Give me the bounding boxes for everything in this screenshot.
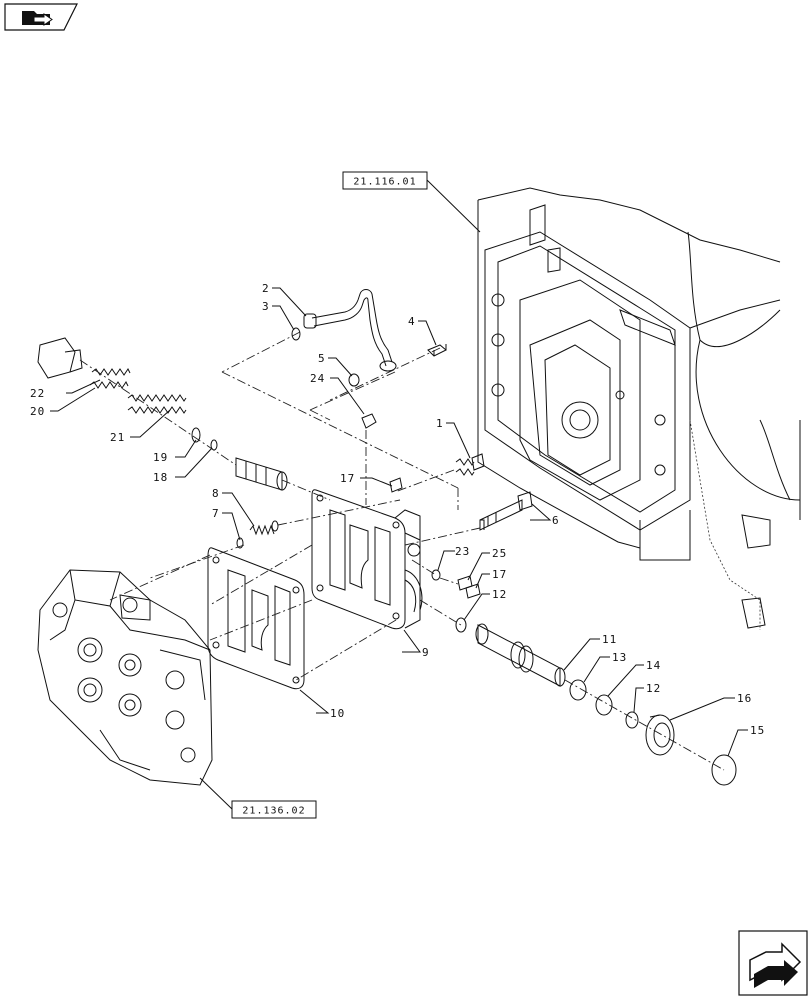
callout-21: 20: [30, 405, 45, 418]
callout-1: 1: [436, 417, 444, 430]
next-page-arrow-icon: [738, 930, 808, 996]
callout-19: 19: [153, 451, 168, 464]
callout-25: 25: [492, 547, 507, 560]
spring-part-20: [127, 394, 187, 414]
callout-22: 22: [30, 387, 45, 400]
callout-11: 11: [602, 633, 617, 646]
screw-part-4: [427, 344, 447, 357]
callout-18: 18: [153, 471, 168, 484]
ring-part-12-a: [455, 617, 467, 633]
ref-box-top[interactable]: 21.116.01: [342, 171, 428, 190]
spring-part-21: [89, 368, 131, 389]
ring-part-14: [595, 694, 613, 716]
callout-17-right: 17: [492, 568, 507, 581]
callout-8: 8: [212, 487, 220, 500]
bolt-part-6: [479, 491, 533, 531]
callout-23: 23: [455, 545, 470, 558]
callout-2: 2: [262, 282, 270, 295]
callout-16: 16: [737, 692, 752, 705]
callout-17-top: 17: [340, 472, 355, 485]
ring-part-13: [569, 679, 587, 701]
callout-7: 7: [212, 507, 220, 520]
callout-15: 15: [750, 724, 765, 737]
callout-labels: 2 3 4 5 24 1 6 17 8 7 9 10 23 25 17 12 1…: [30, 282, 765, 737]
pipe-part-2: [303, 289, 397, 372]
ref-label-bottom: 21.136.02: [242, 806, 305, 817]
callout-20: 21: [110, 431, 125, 444]
ring-part-23: [431, 569, 441, 581]
callout-12-b: 12: [646, 682, 661, 695]
ring-part-5: [348, 373, 360, 387]
spool-part-11: [475, 623, 566, 687]
ring-part-12-b: [625, 711, 639, 729]
valve-body: [37, 569, 213, 786]
plug-part-17-right: [465, 583, 481, 599]
assembly-lines: [79, 331, 725, 771]
plug-part-25: [457, 575, 473, 591]
callout-10: 10: [330, 707, 345, 720]
plug-part-22: [37, 337, 83, 379]
bottom-nav-button[interactable]: [738, 930, 808, 996]
callout-3: 3: [262, 300, 270, 313]
callout-24: 24: [310, 372, 325, 385]
callout-12-a: 12: [492, 588, 507, 601]
ref-box-bottom[interactable]: 21.136.02: [231, 800, 317, 819]
spring-part-8: [249, 520, 279, 536]
ring-part-7: [236, 537, 244, 549]
ref-label-top: 21.116.01: [353, 177, 416, 188]
plug-part-17-top: [389, 477, 403, 493]
ring-part-3: [291, 327, 301, 341]
callout-6: 6: [552, 514, 560, 527]
leader-lines: [50, 287, 748, 757]
plug-part-24: [361, 413, 377, 429]
bolt-part-1: [455, 453, 485, 476]
callout-9: 9: [422, 646, 430, 659]
cover-plate-part-9: [311, 489, 423, 630]
circlip-part-15: [711, 754, 737, 786]
callout-5: 5: [318, 352, 326, 365]
ring-part-19: [191, 427, 201, 443]
transmission-housing: [477, 187, 801, 630]
callout-4: 4: [408, 315, 416, 328]
bushing-part-16: [645, 714, 675, 756]
callout-13: 13: [612, 651, 627, 664]
top-nav-button[interactable]: [4, 3, 78, 31]
callout-14: 14: [646, 659, 661, 672]
spool-small: [235, 457, 288, 491]
folder-arrow-icon: [4, 3, 78, 31]
gasket-part-10: [207, 547, 305, 690]
